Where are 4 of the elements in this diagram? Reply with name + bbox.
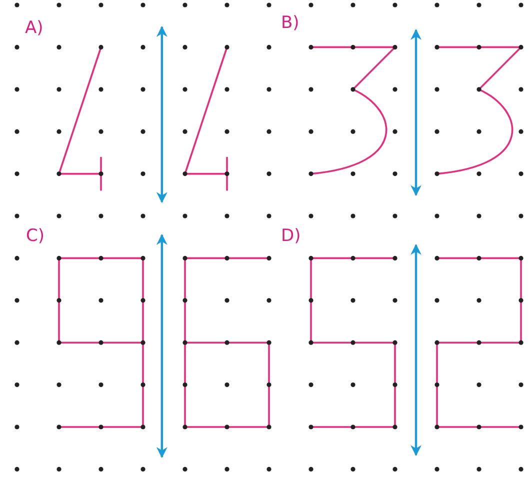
- panel-label: B): [281, 15, 300, 32]
- panel-label: A): [25, 20, 44, 37]
- panel-label: D): [281, 228, 301, 245]
- panel-label: C): [26, 228, 45, 245]
